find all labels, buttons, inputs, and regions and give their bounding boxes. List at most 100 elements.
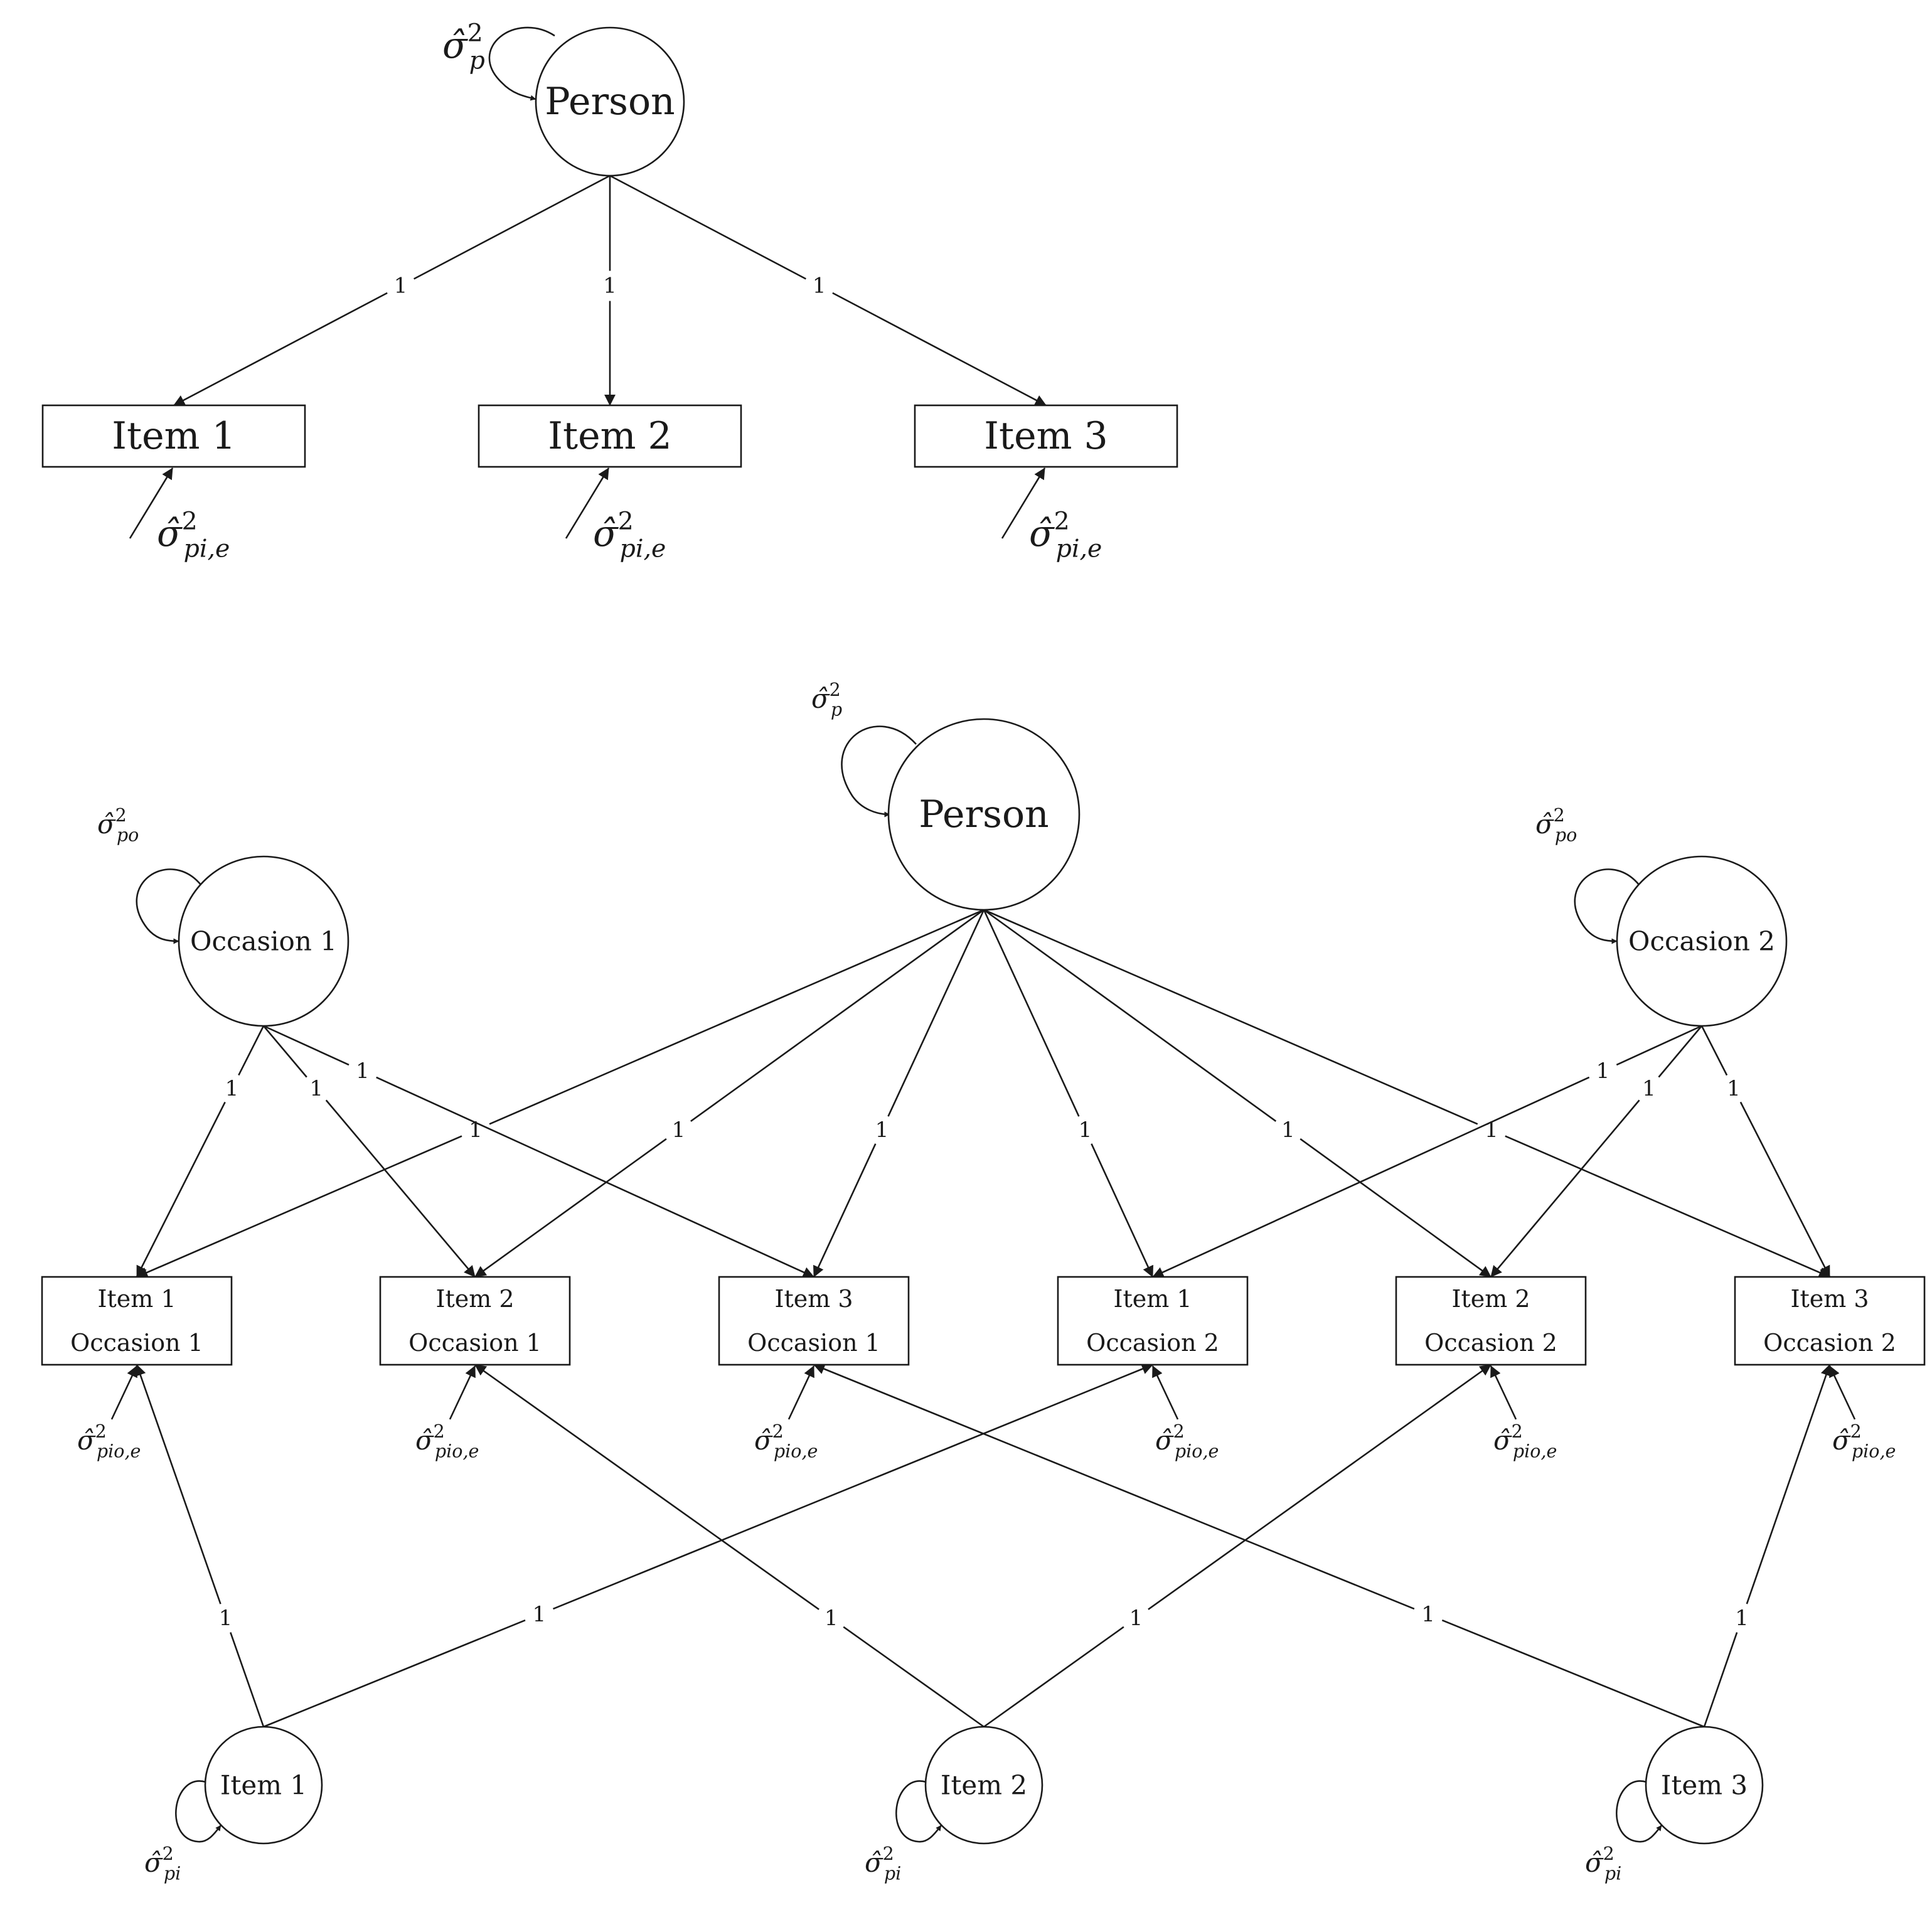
occasion2-loading-3-a	[1700, 1025, 1728, 1076]
item-loading-3-b	[474, 1363, 819, 1611]
observed-6-line2: Occasion 2	[1763, 1329, 1896, 1357]
item-loading-1-b	[135, 1364, 221, 1604]
occasion-2-circle	[1616, 855, 1788, 1027]
person-loading-5-a	[983, 909, 1277, 1122]
person-loading-1-a	[489, 909, 985, 1125]
item-loading-4-b	[1148, 1363, 1492, 1611]
observed-5-line2: Occasion 2	[1424, 1329, 1557, 1357]
occasion2-loading-1-a	[1616, 1025, 1702, 1066]
person-loading-5-b	[1300, 1138, 1492, 1278]
item-loading-3-label: 1	[825, 1606, 838, 1631]
top-error-arrow-2	[565, 467, 610, 539]
occasion1-loading-1-b	[136, 1101, 226, 1278]
top-item-2-box	[478, 404, 742, 468]
top-loading-3-b	[832, 292, 1047, 407]
person-loading-4-a	[983, 909, 1080, 1117]
top-loading-3-label: 1	[813, 274, 826, 299]
person-loading-4-b	[1091, 1143, 1154, 1278]
observed-1-box	[41, 1276, 233, 1366]
item-loading-4-a	[983, 1626, 1124, 1728]
person-loading-2-b	[474, 1138, 667, 1278]
occasion-2-variance-loop	[1574, 868, 1640, 944]
person-loading-6-label: 1	[1485, 1118, 1498, 1143]
top-error-arrow-1	[129, 467, 174, 539]
item-loading-6-a	[1703, 1632, 1738, 1727]
item-loading-5-b	[813, 1363, 1415, 1610]
occasion-1-label: Occasion 1	[190, 926, 337, 957]
occasion1-loading-3-a	[263, 1025, 350, 1066]
observed-2-line2: Occasion 1	[408, 1329, 542, 1357]
person-loading-1-b	[136, 1135, 462, 1278]
occasion-2-label: Occasion 2	[1628, 926, 1775, 957]
top-person-variance-loop	[488, 26, 555, 101]
top-loading-1-a	[414, 174, 611, 280]
person-loading-5-label: 1	[1281, 1118, 1295, 1143]
item-factor-2-variance-loop	[895, 1780, 942, 1843]
occasion1-loading-2-label: 1	[309, 1076, 323, 1101]
occasion2-loading-2-a	[1658, 1025, 1702, 1078]
item-loading-5-label: 1	[1421, 1602, 1435, 1627]
occasion2-loading-1-label: 1	[1596, 1059, 1610, 1084]
item-factor-2-circle	[924, 1726, 1043, 1845]
observed-3-line2: Occasion 1	[747, 1329, 880, 1357]
person-loading-6-b	[1505, 1135, 1830, 1278]
observed-2-line1: Item 2	[435, 1285, 514, 1313]
person-loading-4-label: 1	[1079, 1118, 1092, 1143]
observed-4-line2: Occasion 2	[1086, 1329, 1219, 1357]
top-person-label: Person	[545, 80, 675, 124]
occasion1-loading-1-a	[238, 1025, 265, 1076]
item-loading-6-b	[1746, 1364, 1832, 1604]
observed-1-line2: Occasion 1	[70, 1329, 203, 1357]
observed-6-line1: Item 3	[1790, 1285, 1869, 1313]
item-factor-2-label: Item 2	[941, 1770, 1027, 1801]
item-loading-1-a	[230, 1632, 265, 1727]
occasion1-loading-3-label: 1	[356, 1059, 370, 1084]
item-factor-1-label: Item 1	[220, 1770, 307, 1801]
top-item-2-label: Item 2	[548, 414, 671, 458]
item-factor-3-label: Item 3	[1661, 1770, 1748, 1801]
observed-2-box	[379, 1276, 571, 1366]
observed-1-error-arrow	[110, 1365, 138, 1420]
item-loading-3-a	[843, 1626, 985, 1728]
person-loading-2-label: 1	[672, 1118, 686, 1143]
person-loading-6-a	[983, 909, 1478, 1125]
bottom-person-variance-loop	[841, 725, 917, 818]
observed-5-error-arrow	[1490, 1365, 1517, 1420]
bottom-person-label: Person	[919, 792, 1049, 836]
top-item-3-label: Item 3	[984, 414, 1107, 458]
observed-5-box	[1395, 1276, 1587, 1366]
occasion2-loading-2-label: 1	[1642, 1076, 1656, 1101]
observed-6-error-arrow	[1828, 1365, 1856, 1420]
person-loading-2-a	[690, 909, 985, 1123]
item-loading-5-a	[1441, 1619, 1705, 1728]
top-item-1-label: Item 1	[112, 414, 235, 458]
item-loading-2-a	[263, 1619, 526, 1728]
observed-5-line1: Item 2	[1451, 1285, 1530, 1313]
occasion1-loading-2-a	[263, 1025, 307, 1078]
occasion2-loading-1-b	[1152, 1076, 1590, 1278]
item-factor-1-circle	[204, 1726, 323, 1845]
occasion1-loading-2-b	[325, 1099, 476, 1278]
top-item-1-box	[41, 404, 306, 468]
top-item-3-box	[914, 404, 1178, 468]
top-loading-1-label: 1	[394, 274, 408, 299]
observed-3-line1: Item 3	[774, 1285, 853, 1313]
item-loading-6-label: 1	[1735, 1606, 1749, 1631]
occasion1-loading-1-label: 1	[225, 1076, 239, 1101]
occasion-1-variance-loop	[136, 868, 201, 944]
person-loading-3-label: 1	[875, 1118, 889, 1143]
observed-3-error-arrow	[787, 1365, 815, 1420]
